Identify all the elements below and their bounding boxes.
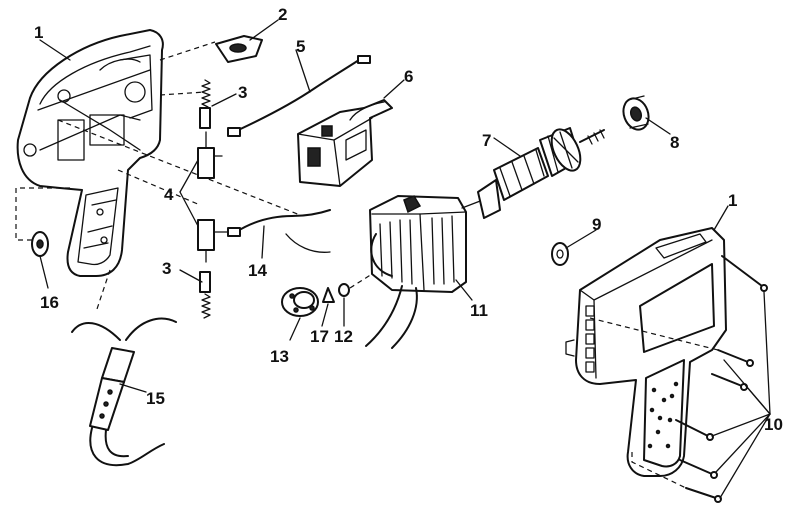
bearing-part (622, 95, 650, 131)
callout-4: 4 (164, 185, 174, 204)
callout-9: 9 (592, 215, 601, 234)
callout-2: 2 (278, 5, 287, 24)
housing-left-half (16, 29, 164, 277)
callout-7: 7 (482, 131, 491, 150)
cord-set-part (71, 317, 177, 467)
screws-part (589, 255, 768, 503)
cord-clamp-part (31, 231, 49, 257)
nameplate-part (215, 35, 263, 63)
callout-1-right: 1 (728, 191, 737, 210)
callout-leaders (39, 19, 771, 499)
brush-holder-upper (197, 131, 223, 179)
callout-3-lower: 3 (162, 259, 171, 278)
callout-17: 17 (310, 327, 329, 346)
callout-11: 11 (470, 301, 488, 320)
callout-14: 14 (248, 261, 267, 280)
lead-wire-part (227, 55, 371, 137)
switch-part (297, 99, 393, 187)
washer-part (551, 242, 569, 266)
callout-10: 10 (764, 415, 783, 434)
armature-part (461, 127, 605, 219)
brush-spring-upper-part (199, 79, 211, 129)
callout-3-upper: 3 (238, 83, 247, 102)
callout-16: 16 (40, 293, 59, 312)
o-ring-part (338, 273, 373, 297)
field-part (365, 195, 467, 349)
callout-12: 12 (334, 327, 353, 346)
callout-5: 5 (296, 37, 305, 56)
housing-right-half (565, 227, 727, 477)
callout-13: 13 (270, 347, 289, 366)
callout-1-left: 1 (34, 23, 43, 42)
callout-15: 15 (146, 389, 165, 408)
lead-wire-lower-part (227, 209, 331, 253)
callout-8: 8 (670, 133, 679, 152)
bearing-retainer-part (281, 287, 319, 317)
brush-holder-lower (197, 219, 229, 263)
baffle-part (322, 287, 335, 303)
brush-spring-lower-part (199, 271, 211, 319)
callout-6: 6 (404, 67, 413, 86)
